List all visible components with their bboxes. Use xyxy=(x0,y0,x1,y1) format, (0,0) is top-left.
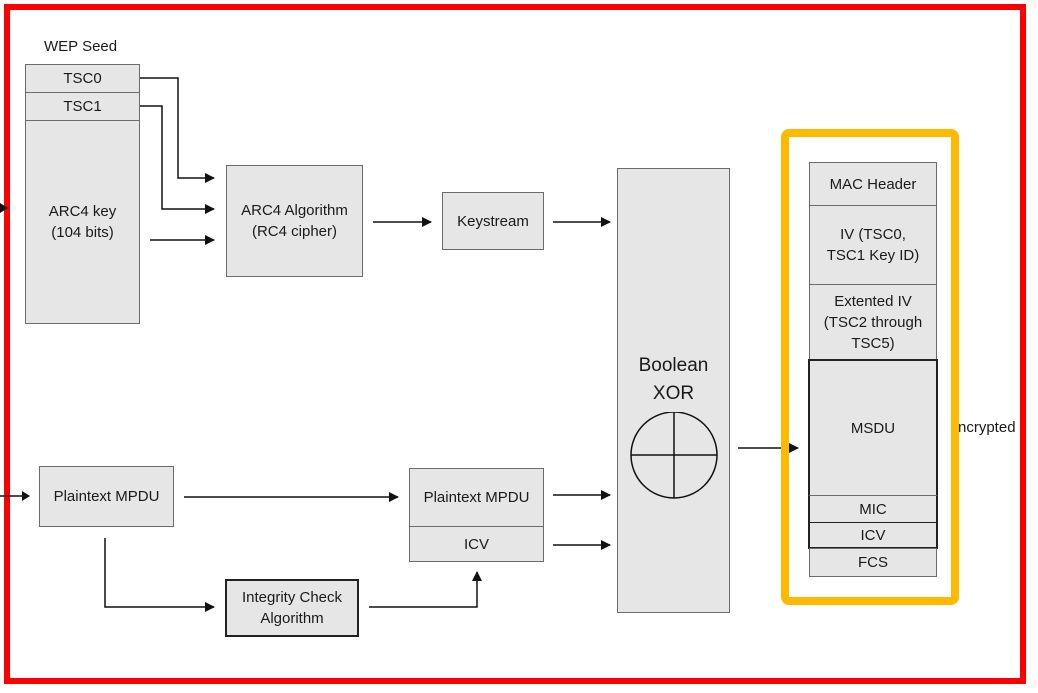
msdu-box: MSDU xyxy=(808,359,938,497)
keystream-box: Keystream xyxy=(442,192,544,250)
integrity-icv-arrow xyxy=(369,571,482,608)
left-edge-arrow-top xyxy=(0,203,8,213)
left-edge-arrow-bottom xyxy=(22,491,30,501)
arc4-algorithm-box: ARC4 Algorithm (RC4 cipher) xyxy=(226,165,363,277)
boolean-xor-box xyxy=(617,168,730,613)
tsc1-arrow xyxy=(140,105,215,214)
highlight-yellow-frame xyxy=(781,129,959,605)
icv-frame-box: ICV xyxy=(808,522,938,549)
mac-header-box: MAC Header xyxy=(809,162,937,206)
extended-iv-box: Extented IV (TSC2 through TSC5) xyxy=(809,284,937,360)
mpdu-integrity-arrow xyxy=(104,538,215,612)
arc4-key-box: ARC4 key (104 bits) xyxy=(25,120,140,324)
mic-box: MIC xyxy=(808,495,938,523)
outer-red-frame xyxy=(4,4,1026,684)
plaintext-mpdu-left-box: Plaintext MPDU xyxy=(39,466,174,527)
wep-seed-title: WEP Seed xyxy=(44,38,118,55)
tsc0-arrow xyxy=(140,77,215,183)
icv-right-box: ICV xyxy=(409,526,544,562)
iv-box: IV (TSC0, TSC1 Key ID) xyxy=(809,205,937,285)
boolean-xor-label: Boolean XOR xyxy=(638,355,709,404)
tsc1-box: TSC1 xyxy=(25,92,140,121)
encrypted-label: ncrypted xyxy=(958,419,1016,436)
fcs-box: FCS xyxy=(809,548,937,577)
plaintext-mpdu-right-box: Plaintext MPDU xyxy=(409,468,544,527)
tsc0-box: TSC0 xyxy=(25,64,140,93)
xor-symbol-icon xyxy=(630,412,718,499)
integrity-check-box: Integrity Check Algorithm xyxy=(225,579,359,637)
